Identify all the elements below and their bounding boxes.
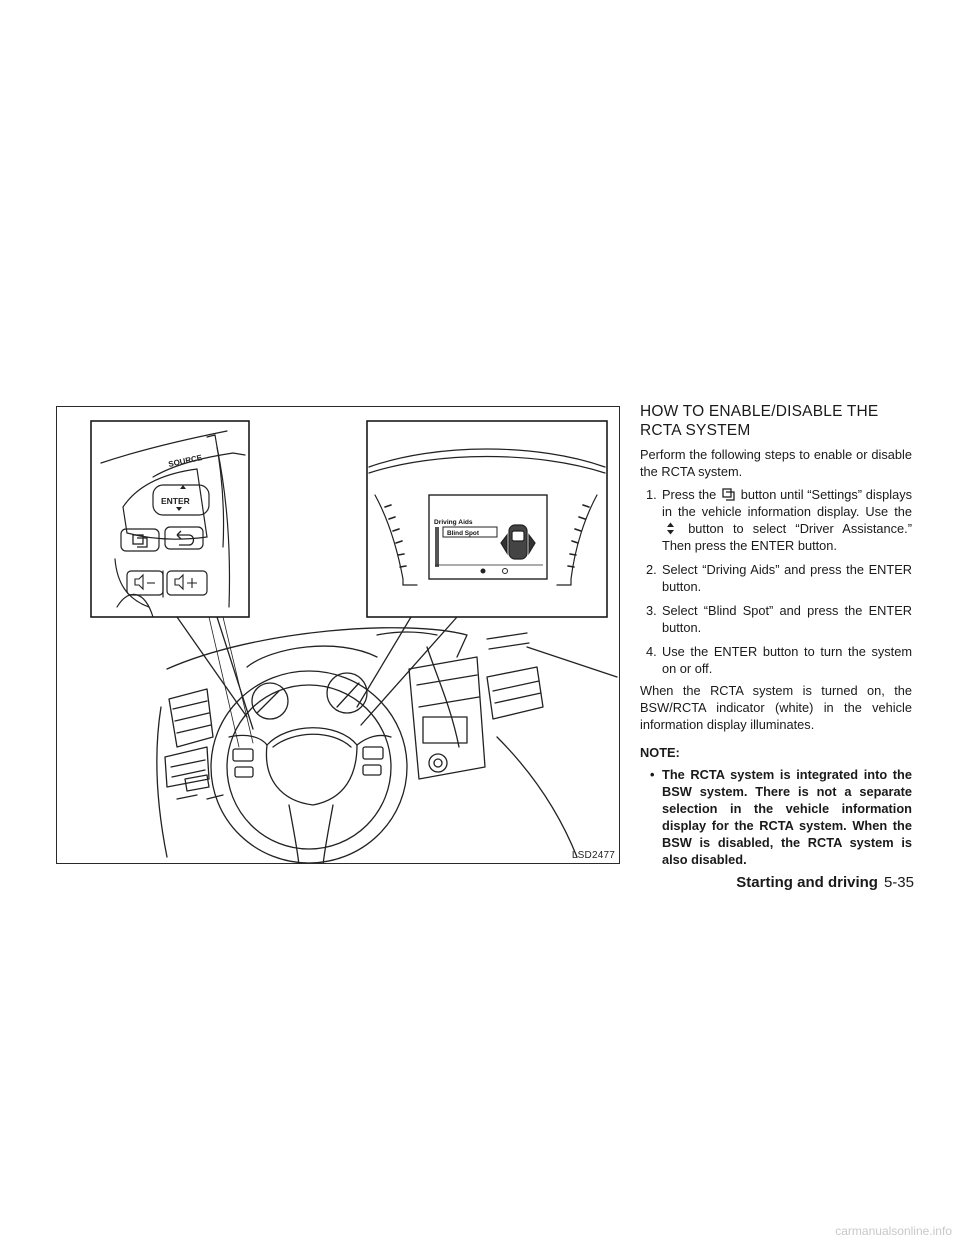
step-2-text: Select “Driving Aids” and press the ENTE… [662, 562, 912, 594]
page-number: 5-35 [883, 874, 914, 891]
step-number: 1. [646, 487, 657, 502]
step-number: 3. [646, 603, 657, 618]
page-footer: Starting and driving 5-35 [736, 874, 914, 891]
bullet-icon: • [650, 767, 655, 782]
volume-icon [134, 573, 197, 591]
step-1-text-b: button until “Settings” displays in the … [662, 487, 913, 519]
step-3: 3. Select “Blind Spot” and press the ENT… [640, 602, 912, 636]
step-1-text-c: button to select “Driver Assistance.” Th… [662, 521, 912, 553]
car-icon [500, 524, 536, 560]
step-1: 1. Press the button until “Settings” dis… [640, 486, 912, 554]
status-paragraph: When the RCTA system is turned on, the B… [640, 683, 912, 732]
note-label: NOTE: [640, 745, 680, 760]
step-4-text: Use the ENTER button to turn the system … [662, 644, 912, 676]
down-arrow-icon [176, 507, 182, 511]
step-number: 4. [646, 644, 657, 659]
display-item-label: Blind Spot [447, 530, 480, 537]
intro-paragraph: Perform the following steps to enable or… [640, 447, 912, 479]
up-down-arrow-icon [667, 522, 674, 535]
watermark: carmanualsonline.info [835, 1224, 952, 1238]
steering-wheel-drawing: SOURCE ENTER Driving A [90, 420, 618, 863]
footer-section: Starting and driving [736, 874, 878, 891]
up-arrow-icon [180, 485, 186, 489]
note-text: The RCTA system is integrated into the B… [662, 767, 912, 867]
section-title-line2: RCTA SYSTEM [640, 422, 751, 439]
menu-icon [722, 488, 735, 501]
steps-list: 1. Press the button until “Settings” dis… [640, 486, 912, 677]
step-1-text-a: Press the [662, 487, 717, 502]
section-title: HOW TO ENABLE/DISABLE THE RCTA SYSTEM [640, 402, 912, 440]
illustration: SOURCE ENTER Driving A [56, 406, 620, 864]
menu-icon [132, 534, 148, 548]
section-title-line1: HOW TO ENABLE/DISABLE THE [640, 403, 879, 420]
step-3-text: Select “Blind Spot” and press the ENTER … [662, 603, 912, 635]
note-item: • The RCTA system is integrated into the… [640, 766, 912, 868]
display-menu-label: Driving Aids [434, 519, 473, 526]
step-2: 2. Select “Driving Aids” and press the E… [640, 561, 912, 595]
notes-list: • The RCTA system is integrated into the… [640, 766, 912, 868]
text-column: HOW TO ENABLE/DISABLE THE RCTA SYSTEM Pe… [640, 402, 912, 868]
figure-id: LSD2477 [571, 850, 615, 861]
step-4: 4. Use the ENTER button to turn the syst… [640, 643, 912, 677]
step-number: 2. [646, 562, 657, 577]
back-icon [176, 530, 195, 546]
enter-label: ENTER [161, 496, 190, 506]
